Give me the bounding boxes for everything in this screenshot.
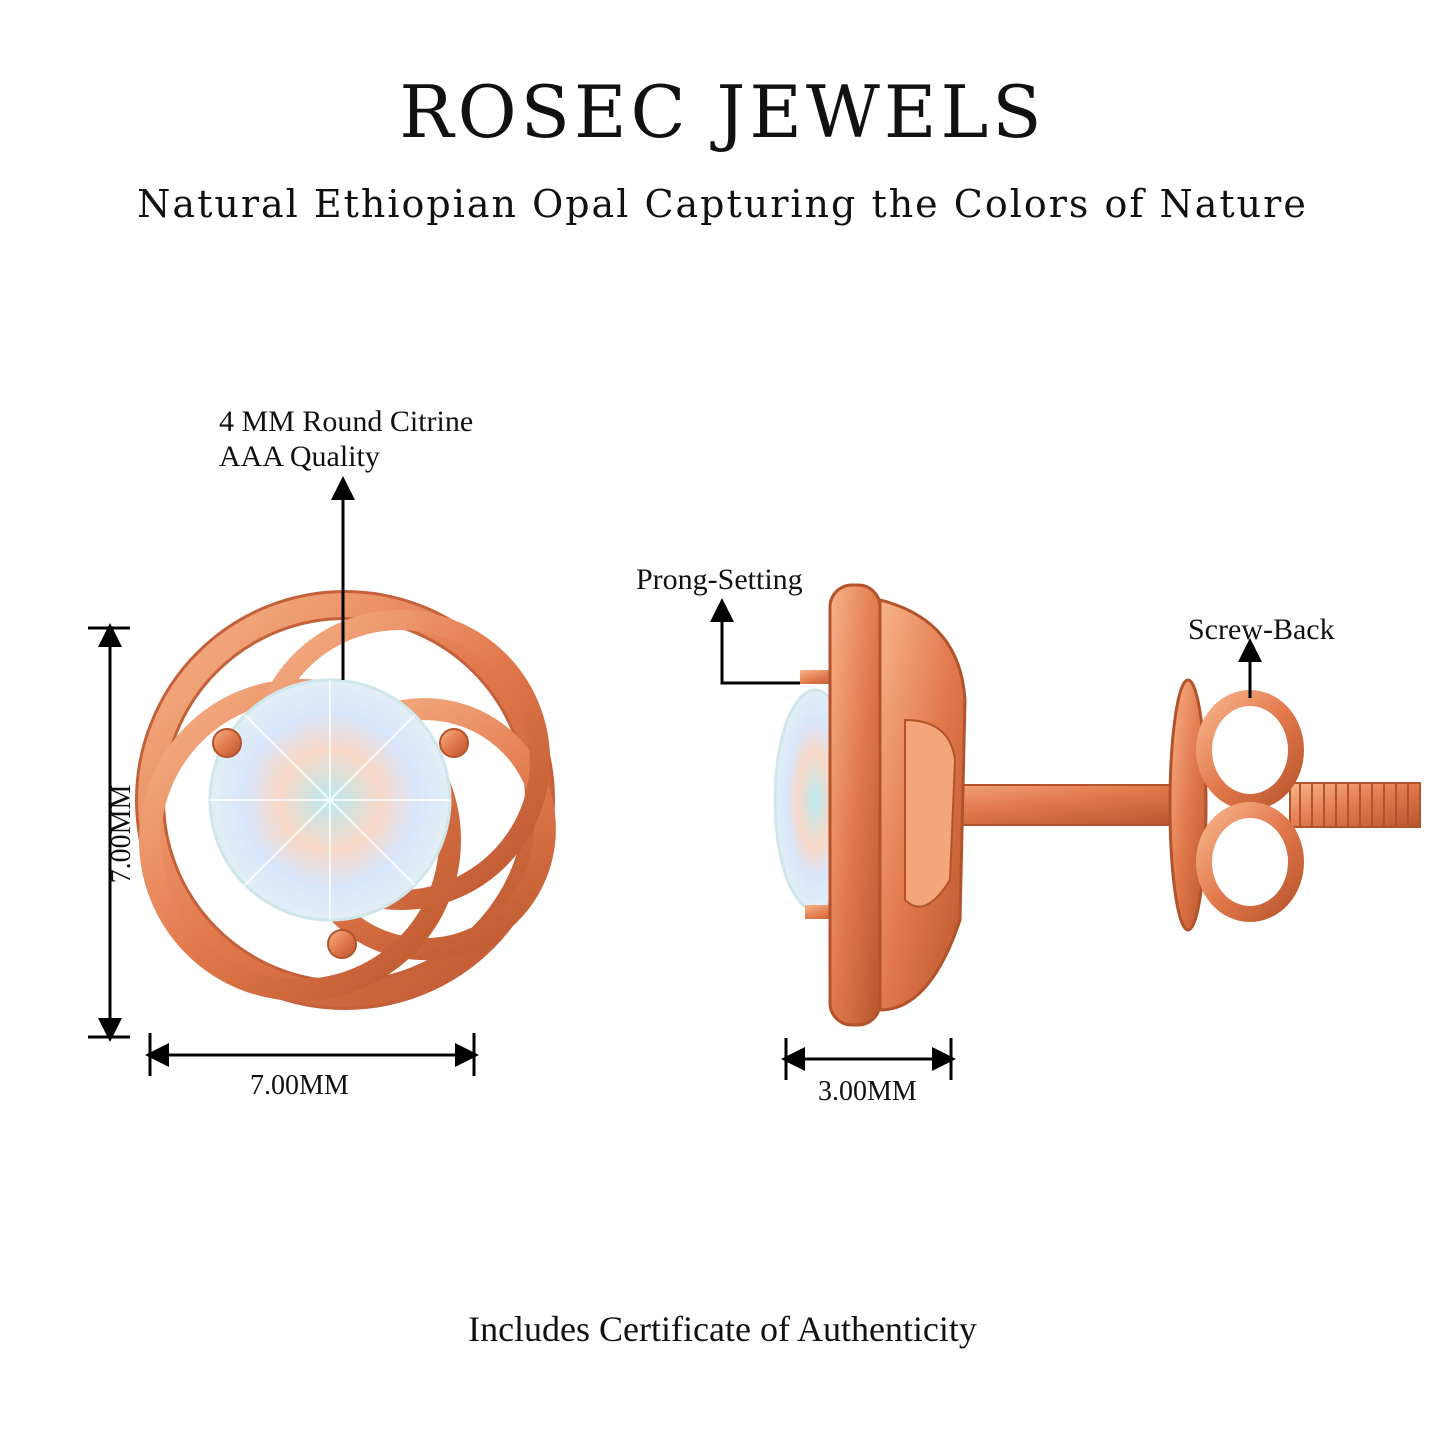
stone-label-quality: AAA Quality <box>219 440 380 473</box>
screw-back-label: Screw-Back <box>1188 613 1335 646</box>
prong-beads <box>212 728 469 959</box>
screw-back-disc <box>1168 678 1208 932</box>
tagline: Natural Ethiopian Opal Capturing the Col… <box>137 182 1308 226</box>
brand-title: ROSEC JEWELS <box>399 70 1046 154</box>
earring-side-view <box>773 583 1421 1027</box>
height-dimension <box>88 623 130 1042</box>
screw-thread <box>1289 782 1421 828</box>
width-label: 7.00MM <box>250 1070 349 1101</box>
earring-front-view <box>135 590 556 1010</box>
prong-setting-label: Prong-Setting <box>636 563 803 596</box>
height-label: 7.00MM <box>106 784 137 884</box>
stone-label-size: 4 MM Round Citrine <box>219 405 474 438</box>
prong-pointer <box>710 598 800 685</box>
depth-dimension <box>781 1038 956 1080</box>
depth-label: 3.00MM <box>818 1076 917 1107</box>
width-dimension <box>145 1033 479 1076</box>
certificate-note: Includes Certificate of Authenticity <box>468 1309 977 1349</box>
